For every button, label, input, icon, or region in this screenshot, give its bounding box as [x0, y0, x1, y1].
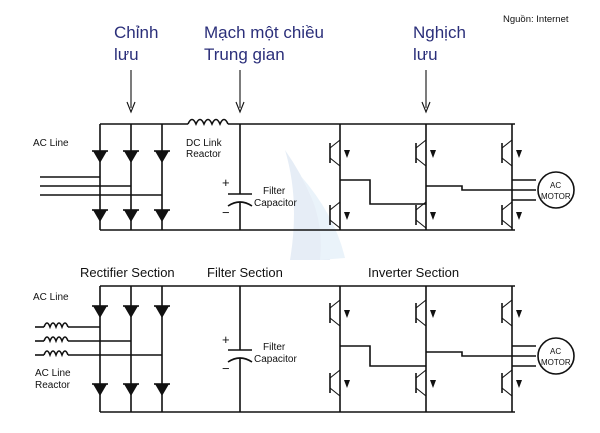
diode-icon: [154, 305, 170, 318]
bottom-motor-label-1: AC: [550, 347, 561, 356]
diode-icon: [154, 383, 170, 396]
bottom-filter-capacitor: + − Filter Capacitor: [222, 286, 297, 412]
igbt-icon: [501, 139, 522, 167]
top-cap-minus: −: [222, 205, 230, 220]
top-filter-capacitor: + − Filter Capacitor: [222, 124, 297, 230]
igbt-icon: [501, 201, 522, 229]
bottom-ac-line-label: AC Line: [33, 292, 69, 303]
top-rectifier-bridge: [92, 124, 170, 230]
top-motor-label-2: MOTOR: [541, 192, 571, 201]
header-dclink-line2: Trung gian: [204, 45, 285, 64]
bottom-cap-label-1: Filter: [263, 342, 286, 353]
top-cap-label-1: Filter: [263, 186, 286, 197]
bottom-ac-motor: AC MOTOR: [537, 337, 575, 375]
header-inverter-line2: lưu: [413, 45, 438, 64]
header-rectifier-line2: lưu: [114, 45, 139, 64]
bottom-rectifier-bridge: [92, 286, 170, 412]
bottom-cap-label-2: Capacitor: [254, 354, 297, 365]
bottom-cap-plus: +: [222, 332, 230, 347]
dc-link-reactor-label-1: DC Link: [186, 138, 223, 149]
diode-icon: [123, 150, 139, 163]
igbt-icon: [415, 139, 436, 167]
bottom-circuit: AC Line AC Line Reactor: [33, 285, 575, 413]
header-dclink-line1: Mạch một chiều: [204, 23, 324, 42]
dc-link-reactor-label-2: Reactor: [186, 149, 222, 160]
diode-icon: [123, 383, 139, 396]
bottom-ac-line-reactor-label-2: Reactor: [35, 380, 71, 391]
ac-line-reactors: [35, 322, 162, 358]
igbt-icon: [501, 299, 522, 327]
igbt-icon: [329, 369, 350, 397]
diode-icon: [92, 383, 108, 396]
dc-link-reactor-coil: [187, 118, 229, 126]
arrow-inverter: [421, 70, 431, 114]
source-note: Nguồn: Internet: [503, 14, 569, 25]
igbt-icon: [415, 299, 436, 327]
igbt-icon: [329, 201, 350, 229]
bottom-motor-label-2: MOTOR: [541, 358, 571, 367]
bottom-inverter: [329, 286, 536, 412]
igbt-icon: [415, 369, 436, 397]
diode-icon: [123, 209, 139, 222]
top-circuit: AC Line DC Link Reactor: [33, 118, 575, 231]
igbt-icon: [501, 369, 522, 397]
arrow-dclink: [235, 70, 245, 114]
diode-icon: [92, 209, 108, 222]
section-inverter: Inverter Section: [368, 265, 459, 280]
arrow-rectifier: [126, 70, 136, 114]
diode-icon: [154, 150, 170, 163]
top-inverter: [329, 124, 536, 230]
section-rectifier: Rectifier Section: [80, 265, 175, 280]
section-filter: Filter Section: [207, 265, 283, 280]
header-rectifier-line1: Chỉnh: [114, 23, 158, 42]
top-cap-label-2: Capacitor: [254, 198, 297, 209]
diode-icon: [154, 209, 170, 222]
watermark-sail-logo: [285, 150, 345, 260]
top-motor-label-1: AC: [550, 181, 561, 190]
diode-icon: [92, 305, 108, 318]
top-cap-plus: +: [222, 175, 230, 190]
diode-icon: [123, 305, 139, 318]
igbt-icon: [329, 139, 350, 167]
top-ac-line-label: AC Line: [33, 138, 69, 149]
igbt-icon: [329, 299, 350, 327]
bottom-cap-minus: −: [222, 361, 230, 376]
bottom-ac-line-reactor-label-1: AC Line: [35, 368, 71, 379]
top-ac-motor: AC MOTOR: [537, 171, 575, 209]
diode-icon: [92, 150, 108, 163]
header-inverter-line1: Nghịch: [413, 23, 466, 42]
